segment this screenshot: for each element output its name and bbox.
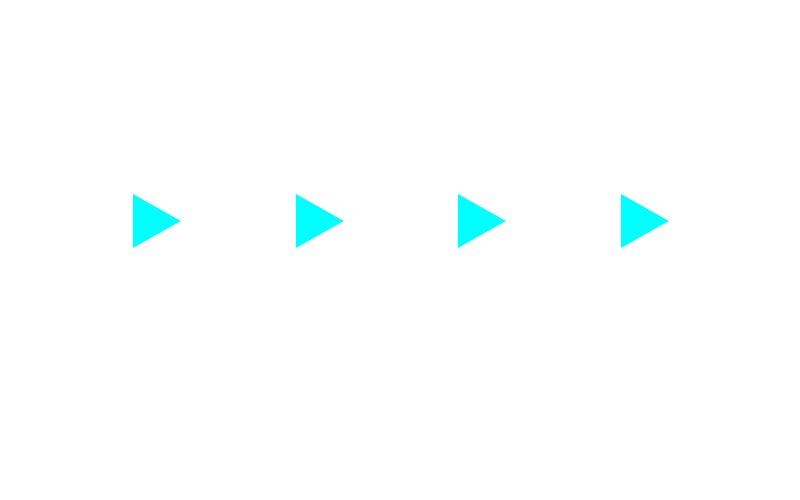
play-triangle-icon <box>621 194 669 248</box>
triangle-shape <box>621 194 669 248</box>
play-arrow-1-icon[interactable] <box>133 194 181 248</box>
triangle-shape <box>296 194 344 248</box>
play-arrow-3-icon[interactable] <box>458 194 506 248</box>
play-triangle-icon <box>296 194 344 248</box>
triangle-shape <box>133 194 181 248</box>
play-arrow-4-icon[interactable] <box>621 194 669 248</box>
play-triangle-icon <box>458 194 506 248</box>
play-triangle-icon <box>133 194 181 248</box>
play-arrow-2-icon[interactable] <box>296 194 344 248</box>
triangle-shape <box>458 194 506 248</box>
